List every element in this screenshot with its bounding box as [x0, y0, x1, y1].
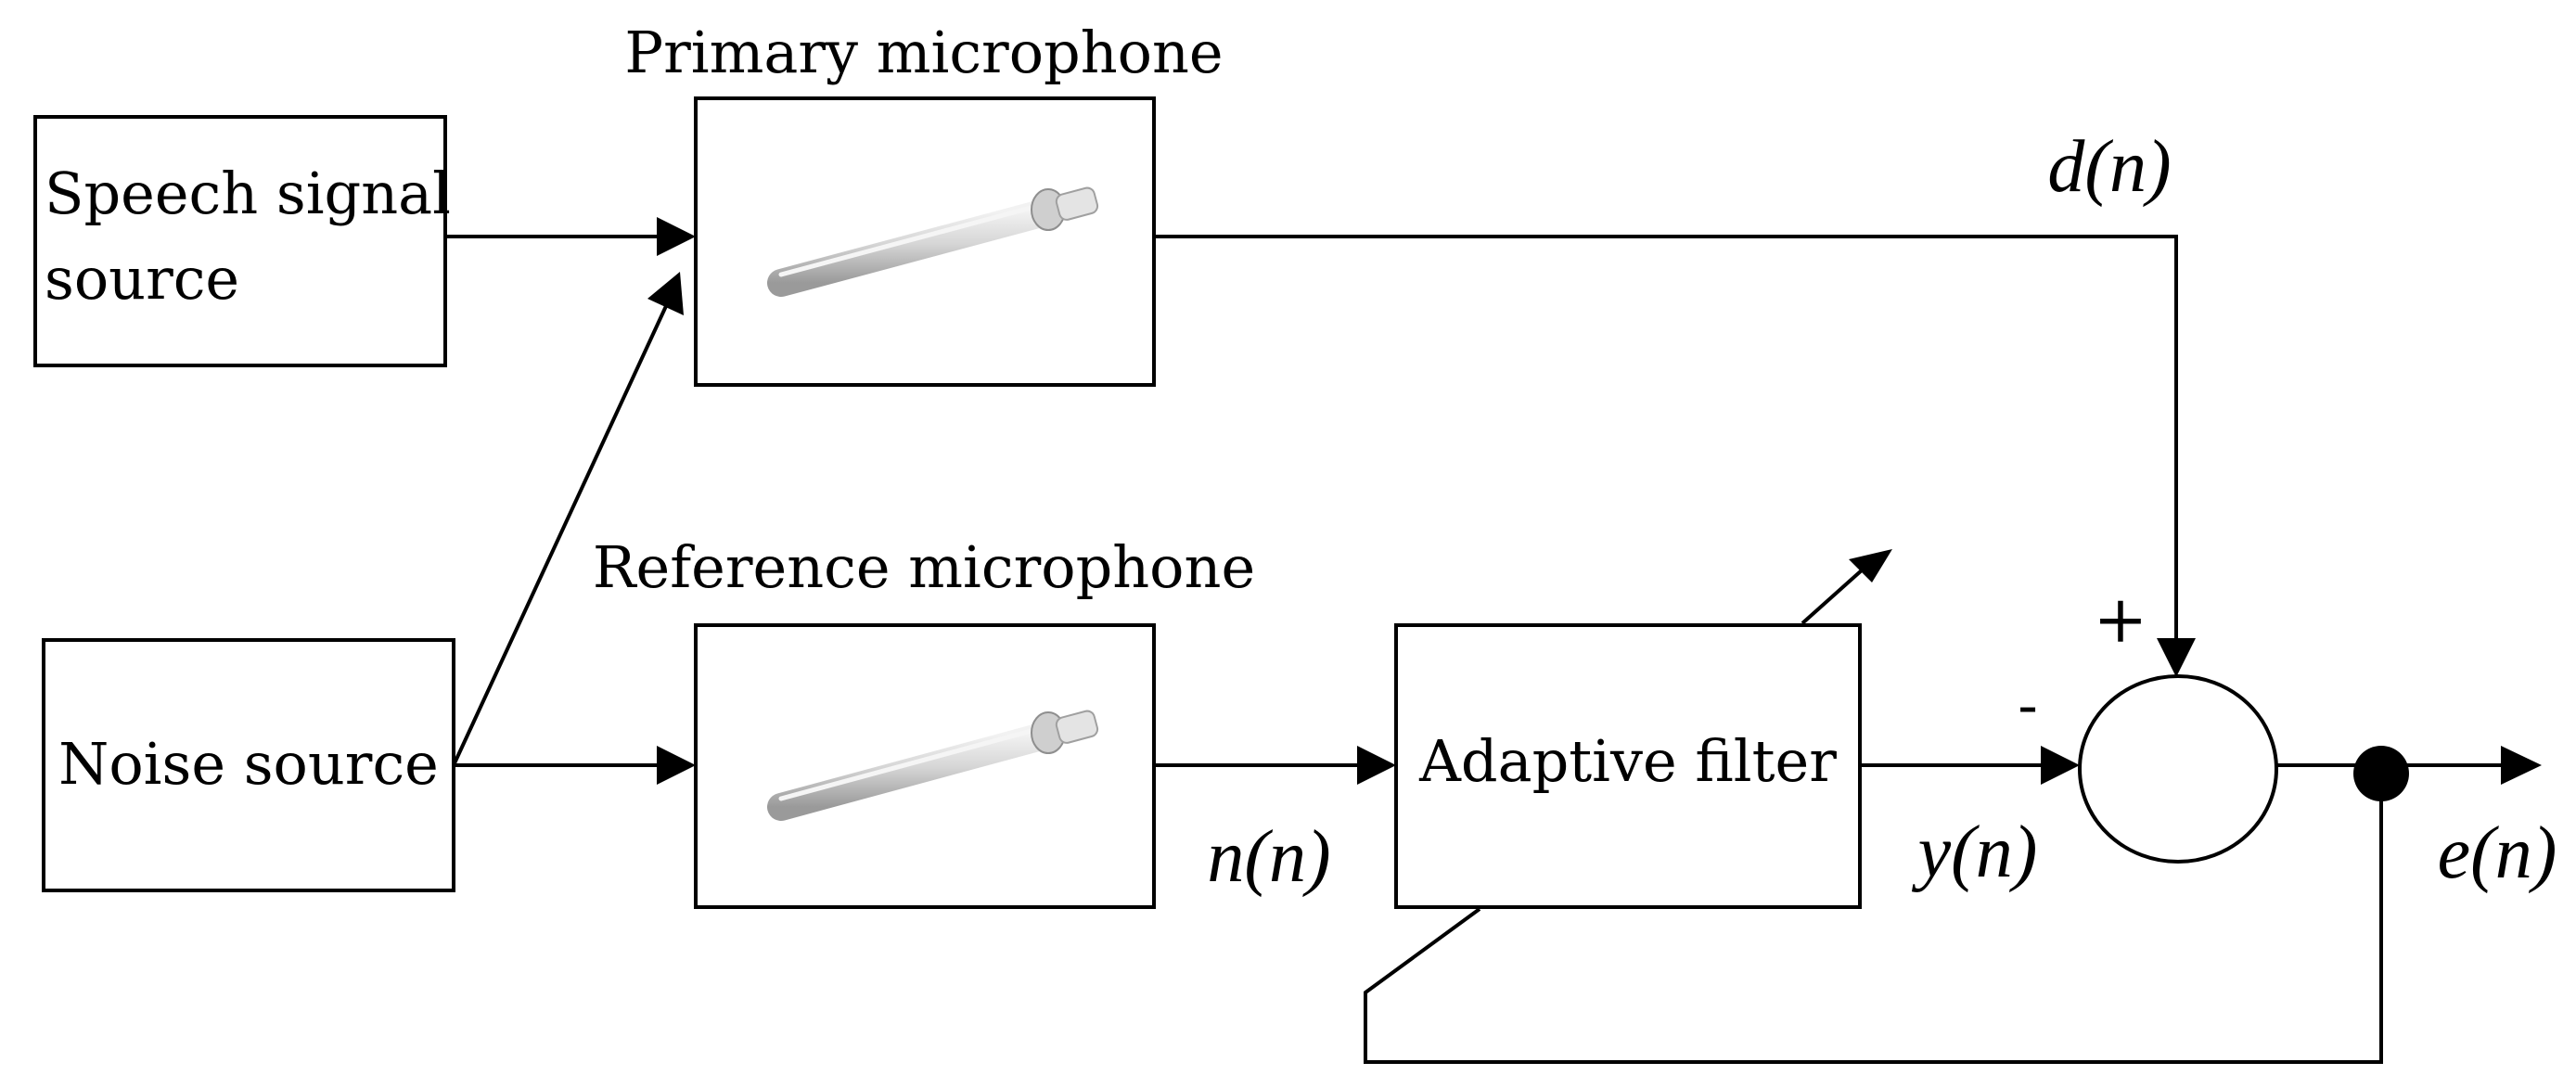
speech-source-label-line2: source — [45, 245, 239, 313]
primary-to-summer-connector — [1154, 235, 2196, 677]
speech-signal-source-block: Speech signal source — [33, 115, 451, 367]
plus-sign: + — [2094, 582, 2148, 658]
signal-label-e: e(n) — [2438, 813, 2557, 894]
reference-microphone-block — [694, 623, 1156, 909]
noise-to-reference-connector — [454, 746, 696, 785]
speech-source-label-line1: Speech signal — [45, 160, 451, 227]
reference-microphone-title: Reference microphone — [593, 533, 1255, 601]
signal-label-d: d(n) — [2047, 126, 2171, 208]
adaptive-filter-label: Adaptive filter — [1418, 727, 1837, 795]
noise-source-block: Noise source — [42, 638, 455, 892]
error-feedback-path — [1364, 774, 2383, 1064]
reference-microphone-icon — [767, 710, 1099, 821]
adaptation-arrow — [1801, 549, 1892, 625]
signal-label-n: n(n) — [1207, 816, 1330, 898]
filter-to-summer-connector — [1860, 746, 2080, 785]
reference-to-filter-connector — [1154, 746, 1396, 785]
speech-to-primary-connector — [445, 217, 696, 256]
primary-microphone-icon — [767, 186, 1099, 297]
primary-microphone-title: Primary microphone — [624, 19, 1223, 86]
primary-microphone-block — [694, 96, 1156, 387]
minus-sign: - — [2018, 672, 2038, 740]
adaptive-filter-block: Adaptive filter — [1394, 623, 1862, 909]
error-output-connector — [2276, 746, 2542, 785]
signal-label-y: y(n) — [1912, 812, 2038, 893]
summing-junction — [2078, 674, 2278, 864]
noise-to-primary-connector — [452, 272, 684, 766]
noise-source-label: Noise source — [58, 730, 439, 798]
